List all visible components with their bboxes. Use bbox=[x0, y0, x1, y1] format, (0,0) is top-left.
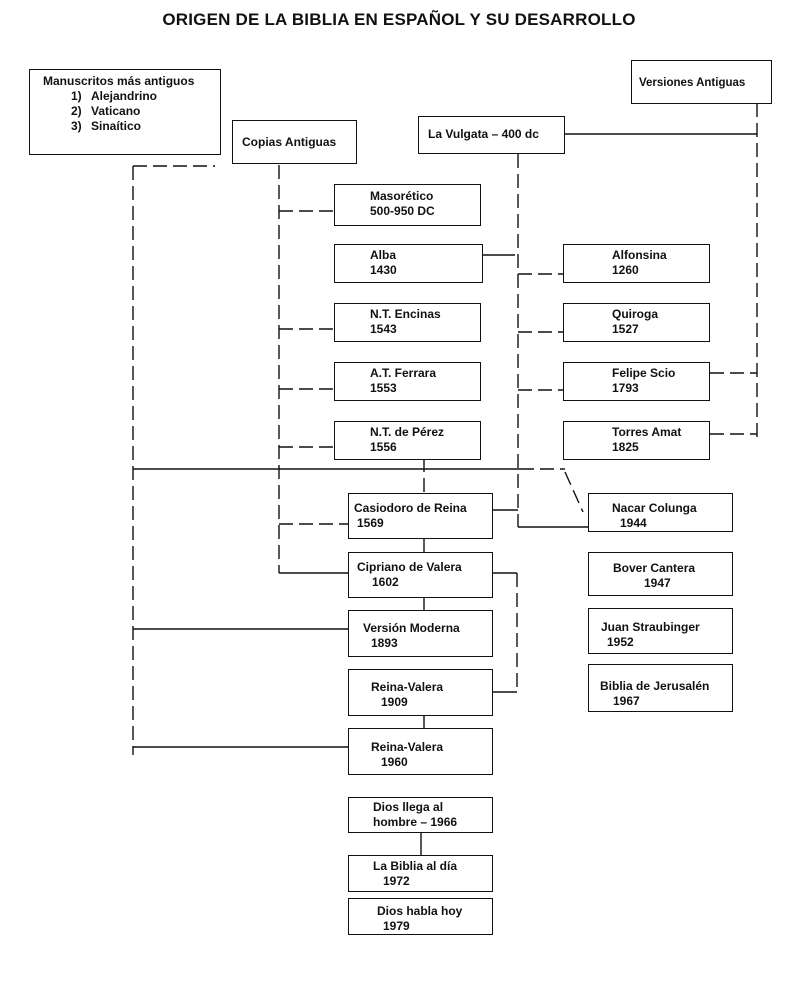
diagram-title: ORIGEN DE LA BIBLIA EN ESPAÑOL Y SU DESA… bbox=[162, 10, 636, 29]
manuscripts-list: 1)Alejandrino 2)Vaticano 3)Sinaítico bbox=[43, 89, 220, 134]
copias-antiguas-box: Copias Antiguas bbox=[232, 120, 357, 164]
vulgata-box: La Vulgata – 400 dc bbox=[418, 116, 565, 154]
versiones-antiguas-box: Versiones Antiguas bbox=[631, 60, 772, 104]
list-item: 2)Vaticano bbox=[71, 104, 141, 118]
connector bbox=[564, 471, 584, 513]
manuscripts-box: Manuscritos más antiguos 1)Alejandrino 2… bbox=[29, 69, 221, 155]
list-item: 3)Sinaítico bbox=[71, 119, 142, 133]
list-item: 1)Alejandrino bbox=[71, 89, 158, 103]
manuscripts-heading: Manuscritos más antiguos bbox=[43, 74, 195, 88]
